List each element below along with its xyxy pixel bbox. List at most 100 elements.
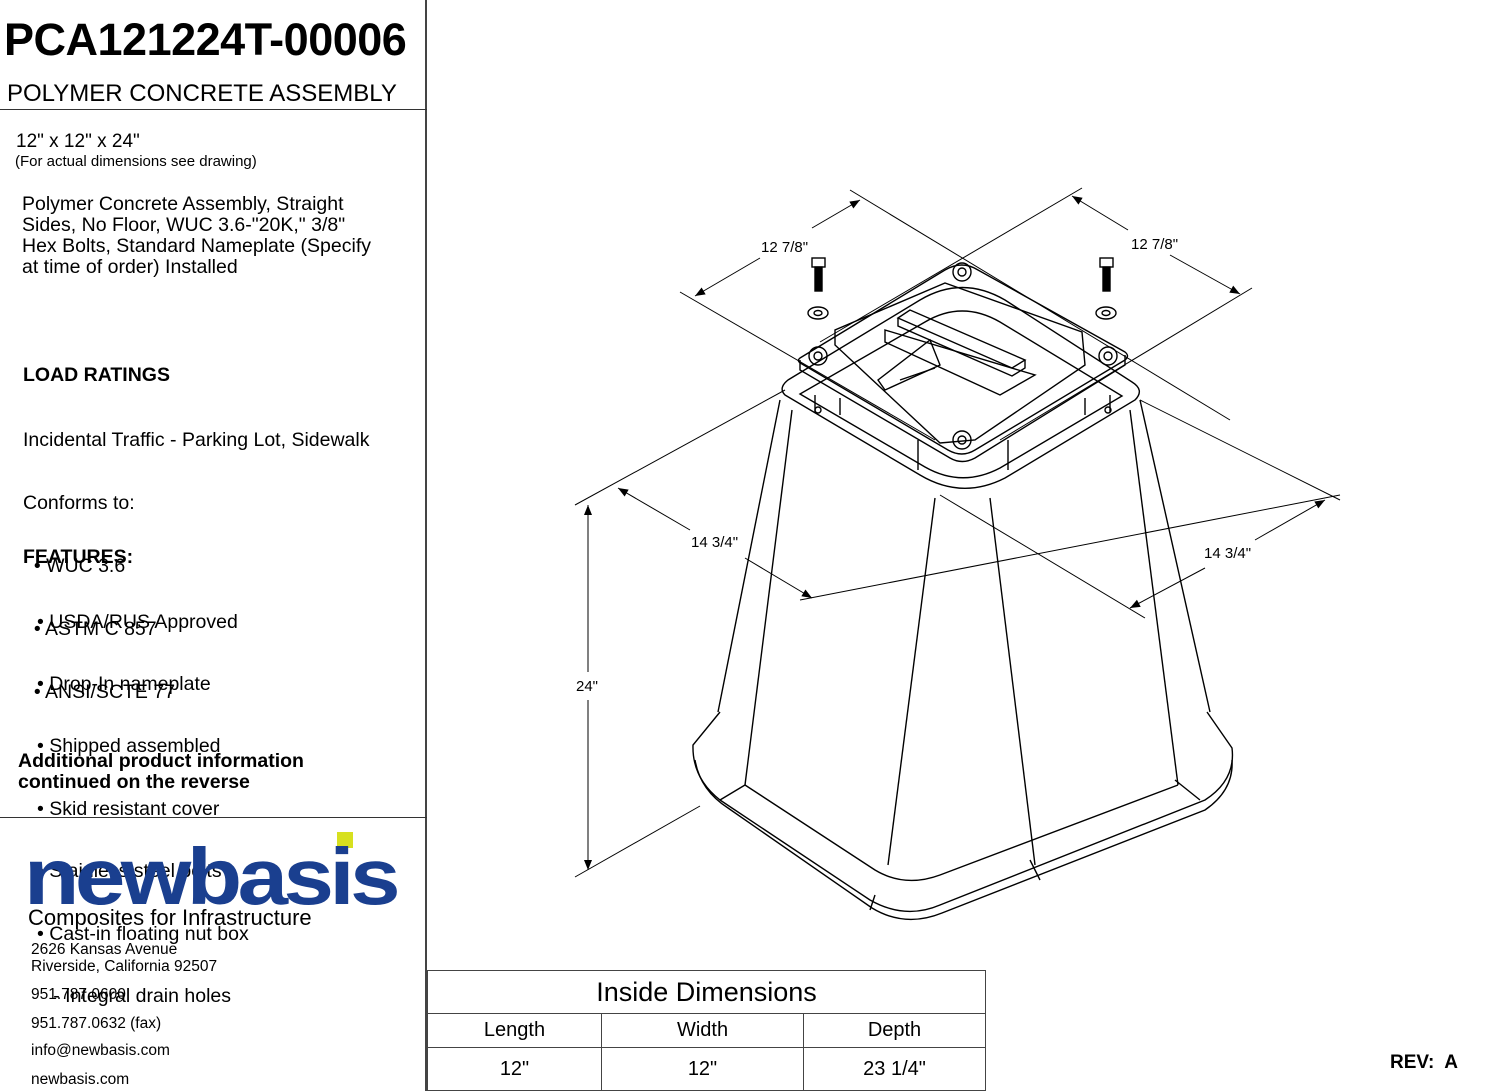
dim-line-top-left: [694, 257, 761, 297]
dim-label-top-right: 12 7/8": [1131, 236, 1178, 253]
bolt-shank: [814, 266, 823, 292]
dim-label-top-left: 12 7/8": [761, 239, 808, 256]
body-edge-left-inner: [744, 409, 793, 786]
logo-wordmark: newbasis: [24, 832, 398, 921]
load-ratings-list: Incidental Traffic - Parking Lot, Sidewa…: [23, 388, 369, 745]
hardware: [807, 257, 1117, 320]
cover-panel: [834, 282, 1086, 444]
feature-item: • Drop-In nameplate: [37, 672, 211, 695]
body-front-seam-right: [989, 497, 1036, 866]
base-flange: [692, 711, 1234, 913]
column-header-width: Width: [601, 1013, 804, 1048]
load-rating-line: Conforms to:: [23, 492, 135, 514]
fax-number: 951.787.0632 (fax): [31, 1015, 162, 1032]
extension-line: [1139, 399, 1341, 501]
inside-dimensions-table: Inside Dimensions Length Width Depth 12"…: [427, 970, 986, 1091]
load-rating-line: Incidental Traffic - Parking Lot, Sidewa…: [23, 429, 370, 451]
washer: [1095, 306, 1117, 320]
feature-item: • Stainless steel bolts: [37, 860, 222, 883]
body-bottom-edge: [744, 784, 1179, 882]
nameplate-slot: [877, 338, 941, 391]
address-line: 2626 Kansas Avenue: [31, 941, 178, 958]
assembly-body: [692, 262, 1234, 921]
nut-box: [917, 440, 1009, 470]
nameplate-edge: [897, 318, 1026, 377]
column-header-length: Length: [427, 1013, 602, 1048]
description-line: Sides, No Floor, WUC 3.6-"20K," 3/8": [22, 214, 346, 236]
website-link[interactable]: newbasis.com: [31, 1071, 130, 1088]
company-tagline: Composites for Infrastructure: [28, 905, 312, 930]
cover-bolt-hole: [1103, 351, 1113, 361]
cover-bolt-hole: [957, 435, 967, 445]
value-length: 12": [427, 1047, 602, 1091]
top-rim-inner: [798, 310, 1124, 479]
body-edge-right: [1139, 399, 1211, 713]
bolt-head: [1099, 257, 1114, 268]
description-line: Hex Bolts, Standard Nameplate (Specify: [22, 235, 372, 257]
top-rim: [781, 286, 1140, 489]
base-seams: [719, 779, 1201, 911]
additional-info-note: Additional product information continued…: [18, 751, 304, 793]
extension-line: [574, 389, 786, 506]
cover-bolt-hole: [813, 351, 823, 361]
dim-line-top-right: [1071, 195, 1129, 231]
dim-line-top-right: [1169, 254, 1241, 295]
table-row: 12" 12" 23 1/4": [427, 1047, 986, 1091]
cover-plate: [797, 264, 1129, 455]
rim-walls: [814, 395, 1111, 415]
value-depth: 23 1/4": [803, 1047, 986, 1091]
drain-hole: [814, 406, 822, 414]
extension-line: [679, 291, 936, 441]
cover-bolt-hole: [1098, 346, 1118, 366]
washer-hole: [813, 309, 823, 317]
cover-bolt-hole: [957, 267, 967, 277]
part-number: PCA121224T-00006: [4, 14, 407, 65]
extension-line: [999, 287, 1253, 441]
dim-label-height: 24": [576, 678, 598, 695]
nameplate-recess: [884, 329, 1037, 396]
feature-item: • USDA/RUS Approved: [37, 610, 238, 633]
feature-item: - Integral drain holes: [37, 984, 232, 1007]
logo-accent-square: [337, 832, 353, 848]
dim-label-bottom-right: 14 3/4": [1204, 545, 1251, 562]
extension-line: [574, 805, 701, 878]
dim-line-bottom-left: [744, 557, 813, 599]
dim-line-bottom-right: [1129, 567, 1206, 609]
load-rating-line: • ANSI/SCTE 77: [23, 681, 176, 703]
product-description: Polymer Concrete Assembly, Straight Side…: [22, 194, 371, 278]
cover-bolt-hole: [952, 430, 972, 450]
load-rating-line: • ASTM C 857: [23, 618, 157, 640]
dim-label-bottom-left: 14 3/4": [691, 534, 738, 551]
divider: [0, 109, 427, 110]
body-edge-right-inner: [1129, 409, 1179, 786]
extension-line: [939, 494, 1146, 619]
body-edge-left: [717, 399, 781, 713]
value-width: 12": [601, 1047, 804, 1091]
company-logo: newbasis: [24, 832, 400, 921]
address-line: Riverside, California 92507: [31, 958, 218, 975]
base-flange-edge: [694, 759, 1233, 921]
feature-item: • Skid resistant cover: [37, 797, 220, 820]
nameplate-slot-detail: [899, 367, 936, 381]
description-line: at time of order) Installed: [22, 256, 238, 278]
feature-item: • Shipped assembled: [37, 735, 221, 758]
extension-line: [819, 187, 1083, 343]
dim-line-bottom-right: [1254, 499, 1326, 541]
size-note: (For actual dimensions see drawing): [15, 153, 257, 170]
bolt-shank: [1102, 266, 1111, 292]
load-rating-line: • WUC 3.6: [23, 555, 126, 577]
revision-label: REV: A: [1390, 1052, 1458, 1073]
description-line: Polymer Concrete Assembly, Straight: [22, 193, 344, 215]
additional-line: Additional product information: [18, 750, 304, 772]
load-ratings-title: LOAD RATINGS: [23, 364, 170, 386]
body-front-seam-left: [887, 497, 936, 866]
product-name: POLYMER CONCRETE ASSEMBLY: [7, 80, 397, 107]
feature-item: • Cast-in floating nut box: [37, 922, 249, 945]
email-address[interactable]: info@newbasis.com: [31, 1042, 170, 1059]
table-header-row: Length Width Depth: [427, 1013, 986, 1048]
additional-line: continued on the reverse: [18, 771, 250, 793]
dim-line-bottom-left: [617, 487, 691, 531]
table-title: Inside Dimensions: [427, 970, 986, 1014]
divider: [0, 817, 427, 818]
column-header-depth: Depth: [803, 1013, 986, 1048]
